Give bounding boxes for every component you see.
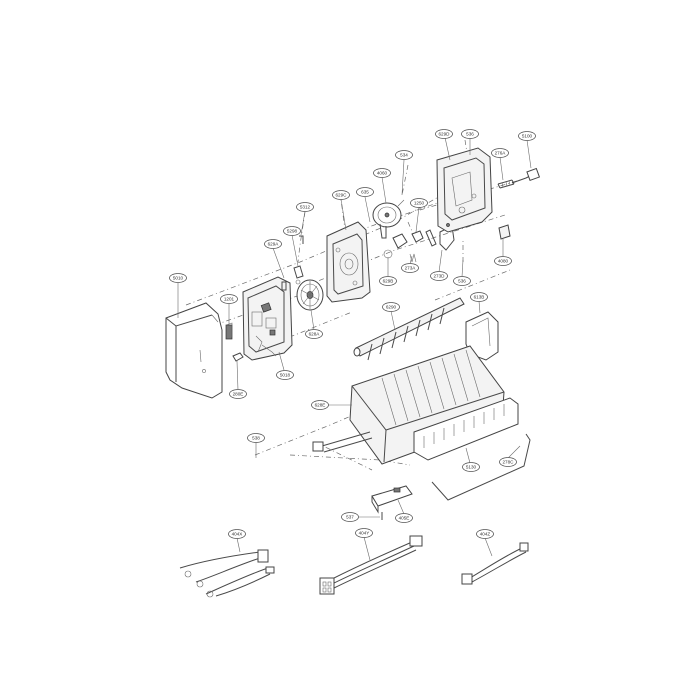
- ejector-shaft: [353, 297, 465, 361]
- callout-536-top: 536: [461, 129, 479, 139]
- callout-text: 536: [466, 132, 474, 137]
- thermistor-bracket: [371, 485, 413, 520]
- callout-text: 5100: [522, 134, 533, 139]
- callout-text: 538: [252, 436, 260, 441]
- callout-text: 629B: [383, 279, 394, 284]
- callout-text: 5298: [287, 229, 298, 234]
- callout-404y: 404Y: [355, 528, 373, 538]
- callout-4080: 4080: [494, 256, 512, 266]
- rear-housing: [436, 147, 493, 233]
- callout-text: 629A: [268, 242, 280, 247]
- callout-404z: 404Z: [476, 529, 494, 539]
- callout-text: 629D: [439, 132, 451, 137]
- callout-273a: 273A: [401, 263, 419, 273]
- wire-harness-x: [179, 549, 275, 598]
- callout-text: 534: [400, 153, 408, 158]
- callout-5298: 5298: [283, 226, 301, 236]
- callout-273d: 273D: [430, 271, 448, 281]
- callout-text: 6290: [386, 305, 397, 310]
- callout-4060: 4060: [373, 168, 391, 178]
- cover-housing: [165, 302, 223, 399]
- callout-text: 4060: [377, 171, 388, 176]
- callout-text: 628A: [309, 332, 321, 337]
- callout-text: 4080: [498, 259, 509, 264]
- callout-text: 628E: [315, 403, 326, 408]
- small-cam-parts: [383, 225, 455, 263]
- callout-613b: 613B: [470, 292, 488, 302]
- callout-text: 276A: [495, 151, 507, 156]
- callout-text: 536: [458, 279, 466, 284]
- callout-5100: 5100: [518, 131, 536, 141]
- callout-text: 5018: [280, 373, 291, 378]
- callout-text: 1250: [414, 201, 425, 206]
- callout-5018: 5018: [276, 370, 294, 380]
- motor: [372, 199, 405, 239]
- callout-text: 278C: [503, 460, 515, 465]
- callout-628e: 628E: [311, 400, 329, 410]
- callout-text: 5130: [466, 465, 477, 470]
- mid-housing: [326, 221, 371, 303]
- wire-harness-y: [319, 535, 423, 595]
- callout-text: 5010: [173, 276, 184, 281]
- callout-text: 404X: [232, 532, 243, 537]
- callout-text: 404Y: [359, 531, 370, 536]
- callout-text: 1201: [224, 297, 235, 302]
- callout-276a: 276A: [491, 148, 509, 158]
- callout-536-mid: 536: [453, 276, 471, 286]
- callout-text: 629C: [336, 193, 348, 198]
- callout-5130: 5130: [462, 462, 480, 472]
- control-board-assembly: [225, 276, 293, 362]
- callout-text: 273D: [434, 274, 446, 279]
- callout-534: 534: [395, 150, 413, 160]
- callout-628a: 628A: [305, 329, 323, 339]
- callout-629a: 629A: [264, 239, 282, 249]
- feeler-arm: [431, 433, 531, 501]
- callout-538: 538: [247, 433, 265, 443]
- callout-280e: 280E: [229, 389, 247, 399]
- callout-text: 273A: [405, 266, 417, 271]
- callout-278c: 278C: [499, 457, 517, 467]
- callout-629b: 629B: [379, 276, 397, 286]
- callout-text: 635: [361, 190, 369, 195]
- callout-404x: 404X: [228, 529, 246, 539]
- callout-text: 5312: [300, 205, 311, 210]
- callout-635: 635: [356, 187, 374, 197]
- callout-text: 613B: [474, 295, 485, 300]
- callout-5010: 5010: [169, 273, 187, 283]
- wire-harness-z: [461, 542, 529, 585]
- callout-405e: 405E: [395, 513, 413, 523]
- callout-text: 537: [346, 515, 354, 520]
- callout-1250: 1250: [410, 198, 428, 208]
- stripper-bracket: [465, 311, 499, 361]
- callout-text: 405E: [399, 516, 410, 521]
- callout-text: 404Z: [480, 532, 491, 537]
- callout-629d-top: 629D: [435, 129, 453, 139]
- sensor-parts: [497, 167, 541, 240]
- callout-5312: 5312: [296, 202, 314, 212]
- tray-heater: [413, 397, 519, 461]
- callout-text: 280E: [233, 392, 244, 397]
- callout-629d-mid: 6290: [382, 302, 400, 312]
- callout-1201: 1201: [220, 294, 238, 304]
- callout-629c: 629C: [332, 190, 350, 200]
- callout-labels: 5010 1201 280E 5018 629A 5298 5312 629C …: [169, 129, 536, 539]
- drive-gear: [296, 279, 324, 311]
- small-pins: [281, 235, 304, 291]
- callout-537: 537: [341, 512, 359, 522]
